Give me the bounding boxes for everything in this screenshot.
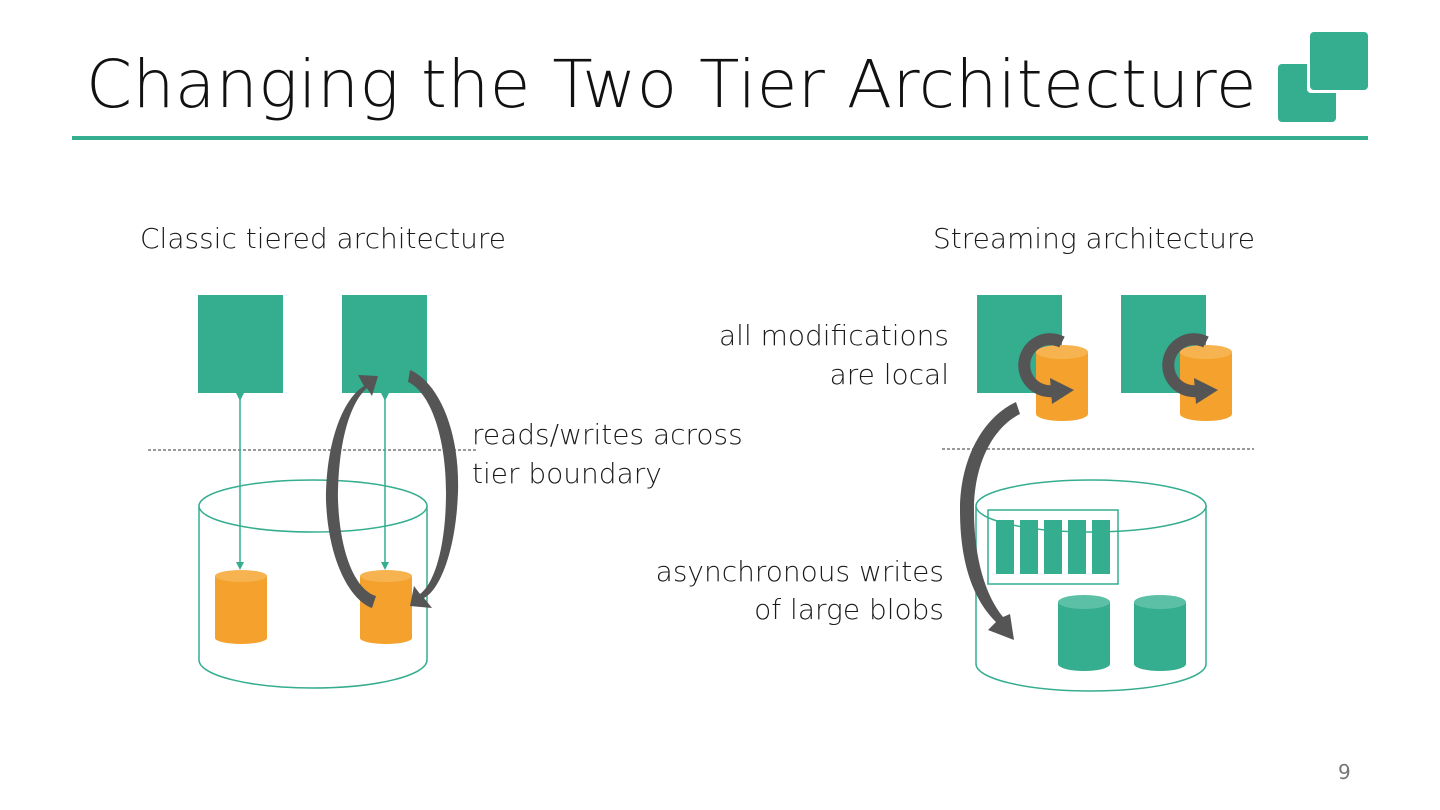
logo-icon xyxy=(1278,32,1370,124)
right-heading: Streaming architecture xyxy=(933,222,1255,255)
title-underline xyxy=(72,136,1368,140)
blob-slot xyxy=(1044,520,1062,574)
left-curved-arrow-down xyxy=(408,370,459,608)
left-cache-cylinder-1 xyxy=(215,570,267,644)
left-annotation-line1: reads/writes across xyxy=(472,418,743,451)
left-heading: Classic tiered architecture xyxy=(140,222,506,255)
left-app-node-1 xyxy=(198,295,283,393)
blob-slot xyxy=(1068,520,1086,574)
right-annotation-top-line2: are local xyxy=(829,358,949,391)
right-local-cache-2 xyxy=(1180,345,1232,421)
left-cache-cylinder-2 xyxy=(360,570,412,644)
page-number: 9 xyxy=(1338,760,1351,784)
right-local-cycle-icon-2 xyxy=(1162,333,1218,404)
right-storage-blob-1 xyxy=(1058,595,1110,671)
left-storage-cylinder xyxy=(198,479,428,689)
blob-slot xyxy=(1020,520,1038,574)
left-annotation-line2: tier boundary xyxy=(472,457,662,490)
right-async-write-arrow xyxy=(960,402,1020,640)
right-blob-queue xyxy=(987,509,1119,585)
right-local-cycle-icon-1 xyxy=(1018,333,1074,404)
right-annotation-bottom-line2: of large blobs xyxy=(754,593,944,626)
right-storage-blob-2 xyxy=(1134,595,1186,671)
left-curved-arrow-up xyxy=(326,375,378,608)
blob-slot xyxy=(1092,520,1110,574)
right-local-cache-1 xyxy=(1036,345,1088,421)
logo-square-front xyxy=(1310,32,1368,90)
blob-slot xyxy=(996,520,1014,574)
right-annotation-top-line1: all modifications xyxy=(719,319,949,352)
right-storage-cylinder xyxy=(975,479,1207,692)
right-annotation-bottom-line1: asynchronous writes xyxy=(655,555,944,588)
slide-title: Changing the Two Tier Architecture xyxy=(86,46,1257,123)
